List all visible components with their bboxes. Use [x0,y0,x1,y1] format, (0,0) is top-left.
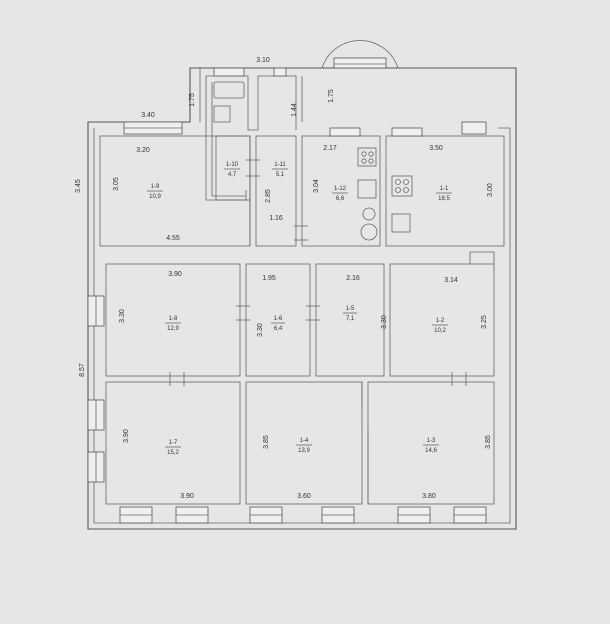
room-1-10-area: 4,7 [228,172,237,178]
room-1-10-id: 1-10 [226,162,239,168]
dim-3.25: 3.25 [481,315,488,329]
dim-3.14: 3.14 [444,277,458,284]
dimension-labels: 3.10 1.75 1.75 1.44 3.40 3.45 3.20 3.05 … [75,57,494,500]
dim-3.40: 3.40 [141,112,155,119]
dim-8.57: 8.57 [79,363,86,377]
dim-3.30-left: 3.30 [119,309,126,323]
dim-3.90-top: 3.90 [168,271,182,278]
dim-3.10: 3.10 [256,57,270,64]
dim-3.80: 3.80 [422,493,436,500]
dim-3.90-side: 3.90 [123,429,130,443]
room-1-5-id: 1-5 [346,306,355,312]
room-1-7-area: 15,2 [167,450,179,456]
room-1-6-id: 1-6 [274,316,283,322]
dim-3.30-mid: 3.30 [257,323,264,337]
room-1-4-area: 13,9 [298,448,310,454]
dim-3.90-bottom: 3.90 [180,493,194,500]
door-marks [169,159,467,386]
room-1-6-area: 6,4 [274,326,283,332]
dim-2.16: 2.16 [346,275,360,282]
dim-4.55: 4.55 [166,235,180,242]
room-1-9-id: 1-9 [151,184,160,190]
room-1-11-id: 1-11 [274,162,286,168]
dim-3.50: 3.50 [429,145,443,152]
dim-3.45: 3.45 [75,179,82,193]
dim-1.75-right: 1.75 [328,89,335,103]
room-1-12-area: 6,6 [336,196,345,202]
dim-1.16: 1.16 [269,215,283,222]
dim-3.60: 3.60 [297,493,311,500]
room-1-3-area: 14,6 [425,448,437,454]
room-1-7-id: 1-7 [169,440,178,446]
dim-3.85-mid: 3.85 [263,435,270,449]
dim-3.04: 3.04 [313,179,320,193]
dim-1.95: 1.95 [262,275,276,282]
dim-3.85-right: 3.85 [485,435,492,449]
room-1-2-id: 1-2 [436,318,445,324]
windows [87,67,487,524]
dim-3.30-right: 3.30 [381,315,388,329]
dim-1.44: 1.44 [291,103,298,117]
room-labels: 1-1 18,5 1-2 10,2 1-3 14,6 1-4 13,9 1-5 … [147,162,452,456]
room-1-5-area: 7,1 [346,316,355,322]
dim-3.20: 3.20 [136,147,150,154]
kitchen-fixtures [357,147,413,241]
room-1-3-id: 1-3 [427,438,436,444]
row2-walls [105,251,495,377]
dim-2.85: 2.85 [265,189,272,203]
room-1-1-area: 18,5 [438,196,450,202]
room-1-8-area: 12,9 [167,326,179,332]
row3-walls [105,381,495,505]
room-1-12-id: 1-12 [334,186,347,192]
dim-1.75-left: 1.75 [189,93,196,107]
dim-3.00: 3.00 [487,183,494,197]
room-1-8-id: 1-8 [169,316,178,322]
room-1-4-id: 1-4 [300,438,309,444]
dim-2.17: 2.17 [323,145,337,152]
room-1-2-area: 10,2 [434,328,446,334]
dim-3.05: 3.05 [113,177,120,191]
room-1-9-area: 10,9 [149,194,161,200]
room-1-1-id: 1-1 [440,186,449,192]
room-1-11-area: 5,1 [276,172,285,178]
